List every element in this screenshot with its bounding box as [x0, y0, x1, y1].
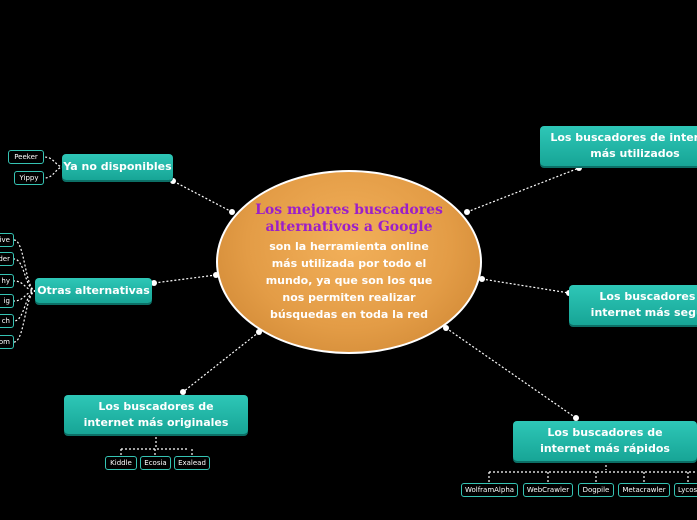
connector-mas-rapidos	[445, 327, 577, 419]
branch-mas-utilizados[interactable]: Los buscadores de internet más utilizado…	[540, 126, 697, 166]
branch-otras-alternativas[interactable]: Otras alternativas	[35, 278, 152, 303]
leaf-otras-1[interactable]: ive	[0, 233, 14, 247]
central-topic-description: son la herramienta online más utilizada …	[265, 239, 433, 321]
branch-mas-rapidos[interactable]: Los buscadores de internet más rápidos	[513, 421, 697, 461]
leaf-otras-2[interactable]: der	[0, 252, 14, 266]
branch-label: Otras alternativas	[37, 283, 150, 297]
connector-leaf-yippy	[43, 166, 65, 179]
connector-leaf-peeker	[43, 156, 65, 168]
branch-label: Los buscadores de internet más originale…	[83, 399, 229, 429]
branch-mas-originales[interactable]: Los buscadores de internet más originale…	[64, 395, 248, 434]
branch-ya-no-disponibles[interactable]: Ya no disponibles	[62, 154, 173, 180]
leaf-otras-5[interactable]: ch	[0, 314, 14, 328]
leaf-lycos[interactable]: Lycos	[674, 483, 697, 497]
leaf-otras-6[interactable]: om	[0, 335, 14, 349]
leaf-wolframalpha[interactable]: WolframAlpha	[461, 483, 518, 497]
central-topic-title: Los mejores buscadores alternativos a Go…	[255, 201, 443, 235]
branch-label: Los buscadores de internet más rápidos	[540, 426, 670, 455]
leaf-otras-4[interactable]: ig	[0, 294, 14, 308]
connector-otras-alternativas	[153, 274, 217, 284]
leaf-ecosia[interactable]: Ecosia	[140, 456, 171, 470]
branch-label: Los buscadores de internet más utilizado…	[550, 131, 697, 160]
connector-mas-originales	[182, 331, 260, 393]
leaf-exalead[interactable]: Exalead	[174, 456, 210, 470]
leaf-otras-3[interactable]: hy	[0, 274, 14, 288]
leaf-kiddle[interactable]: Kiddle	[105, 456, 137, 470]
connector-ya-no-disponibles	[172, 180, 233, 213]
connector-mas-seguros	[481, 278, 570, 294]
leaf-peeker[interactable]: Peeker	[8, 150, 44, 164]
branch-label: Ya no disponibles	[63, 160, 172, 173]
leaf-yippy[interactable]: Yippy	[14, 171, 44, 185]
leaf-webcrawler[interactable]: WebCrawler	[523, 483, 573, 497]
leaf-metacrawler[interactable]: Metacrawler	[618, 483, 670, 497]
branch-mas-seguros[interactable]: Los buscadores de internet más seguros	[569, 285, 697, 325]
central-topic[interactable]: Los mejores buscadores alternativos a Go…	[216, 170, 482, 354]
leaf-dogpile[interactable]: Dogpile	[578, 483, 614, 497]
connector-mas-utilizados	[466, 167, 580, 213]
branch-label: Los buscadores de internet más seguros	[590, 290, 697, 319]
